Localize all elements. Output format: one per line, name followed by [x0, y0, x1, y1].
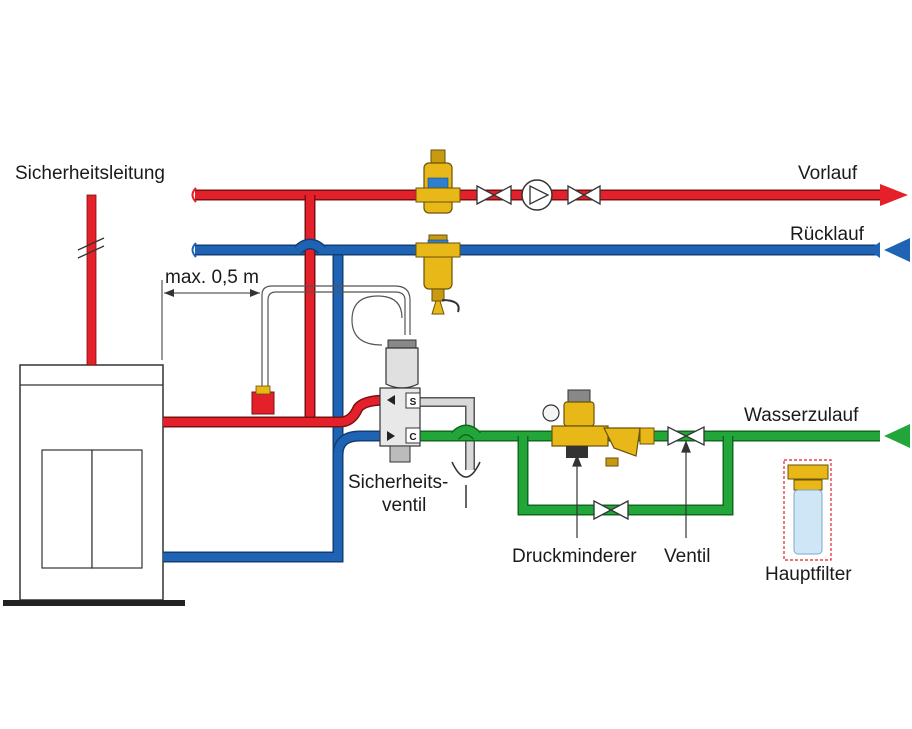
safety-line-pipe [77, 194, 105, 366]
port-c-label: C [409, 432, 416, 443]
safety-line-label: Sicherheitsleitung [15, 163, 165, 184]
return-arrow [868, 242, 880, 258]
strainer [603, 427, 641, 457]
leader-lines [572, 440, 691, 538]
pressure-gauge [542, 404, 560, 422]
flow-label: Vorlauf [798, 163, 858, 184]
distance-dimension [161, 280, 260, 360]
pipe-crossings [294, 238, 326, 255]
main-filter-label: Hauptfilter [765, 564, 852, 585]
return-label: Rücklauf [790, 224, 865, 245]
port-s-label: S [410, 397, 417, 408]
flow-pipes [163, 184, 908, 428]
max-distance-label: max. 0,5 m [165, 267, 259, 288]
bypass-valve [593, 499, 629, 521]
safety-valve-label-line1: Sicherheits- [348, 472, 448, 493]
pressure-reducer-label: Druckminderer [512, 546, 637, 567]
dirt-separator [415, 234, 461, 315]
flow-valve-2 [567, 184, 601, 206]
pressure-reducer [542, 389, 655, 467]
flow-arrow [880, 184, 908, 206]
valve-label: Ventil [664, 546, 710, 567]
water-supply-pipes [420, 424, 910, 516]
flow-pump [521, 179, 553, 211]
water-inlet-arrow [884, 424, 910, 448]
safety-valve-label-line2: ventil [382, 495, 426, 516]
drain-funnel [451, 461, 481, 478]
safety-valve: S C [251, 285, 421, 463]
drain-pipe [420, 397, 481, 508]
inlet-valve [667, 425, 705, 447]
flow-valve-1 [476, 184, 512, 206]
water-inlet-label: Wasserzulauf [744, 405, 859, 426]
boiler [3, 364, 185, 606]
main-filter [783, 459, 832, 561]
air-separator [415, 149, 461, 214]
